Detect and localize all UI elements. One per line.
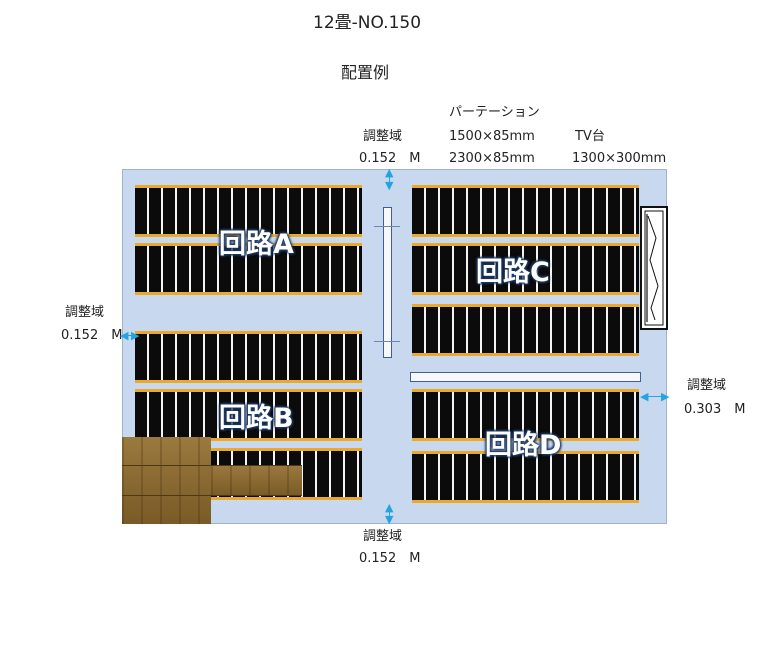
- heater-strip-b2: [135, 389, 362, 441]
- partition-tick-top: [374, 226, 400, 227]
- partition-vertical: [383, 207, 392, 358]
- adjust-top-line: [389, 173, 390, 183]
- page-subtitle: 配置例: [341, 63, 390, 82]
- partition-title: パーテーション: [449, 105, 540, 120]
- circuit-b-label: 回路B: [219, 403, 294, 434]
- circuit-a-label: 回路A: [219, 229, 294, 260]
- partition-tick-bottom: [374, 341, 400, 342]
- wood-seam-2: [122, 495, 302, 496]
- adjust-bottom-value: 0.152 M: [359, 551, 421, 566]
- heater-strip-d2: [412, 451, 639, 503]
- adjust-left-value: 0.152 M: [61, 328, 123, 343]
- page-title: 12畳-NO.150: [313, 13, 422, 33]
- arrow-right-icon: ▶: [131, 329, 140, 342]
- tv-stand: [640, 206, 668, 330]
- arrow-right-icon: ▶: [661, 390, 670, 403]
- adjust-right-line: [645, 396, 665, 397]
- wood-floor-panel-right: [211, 465, 302, 496]
- adjust-top-label: 調整域: [363, 129, 403, 144]
- adjust-left-line: [125, 335, 135, 336]
- heater-strip-c2: [412, 243, 639, 295]
- tv-title: TV台: [575, 129, 605, 144]
- adjust-left-label: 調整域: [65, 305, 105, 320]
- heater-strip-c1: [412, 185, 639, 237]
- arrow-down-icon: ▼: [385, 513, 394, 526]
- arrow-up-icon: ▲: [385, 501, 394, 514]
- wood-seam-1: [122, 465, 302, 466]
- adjust-top-value: 0.152 M: [359, 151, 421, 166]
- heater-strip-a2: [135, 243, 362, 295]
- arrow-down-icon: ▼: [385, 179, 394, 192]
- adjust-bottom-line: [389, 507, 390, 519]
- partition-size-2: 2300×85mm: [449, 151, 535, 166]
- circuit-d-label: 回路D: [485, 430, 562, 461]
- adjust-right-value: 0.303 M: [684, 402, 746, 417]
- wood-floor-panel-left: [122, 437, 211, 524]
- partition-horizontal: [410, 372, 641, 382]
- adjust-right-label: 調整域: [687, 378, 727, 393]
- heater-strip-d1: [412, 389, 639, 441]
- arrow-up-icon: ▲: [385, 166, 394, 179]
- arrow-left-icon: ◀: [120, 329, 129, 342]
- adjust-bottom-label: 調整域: [363, 529, 403, 544]
- tv-size: 1300×300mm: [572, 151, 667, 166]
- arrow-left-icon: ◀: [640, 390, 649, 403]
- circuit-c-label: 回路C: [476, 257, 550, 288]
- heater-strip-a1: [135, 185, 362, 237]
- tv-stand-icon: [644, 210, 664, 326]
- partition-size-1: 1500×85mm: [449, 129, 535, 144]
- heater-strip-b1: [135, 331, 362, 383]
- heater-strip-c3: [412, 304, 639, 356]
